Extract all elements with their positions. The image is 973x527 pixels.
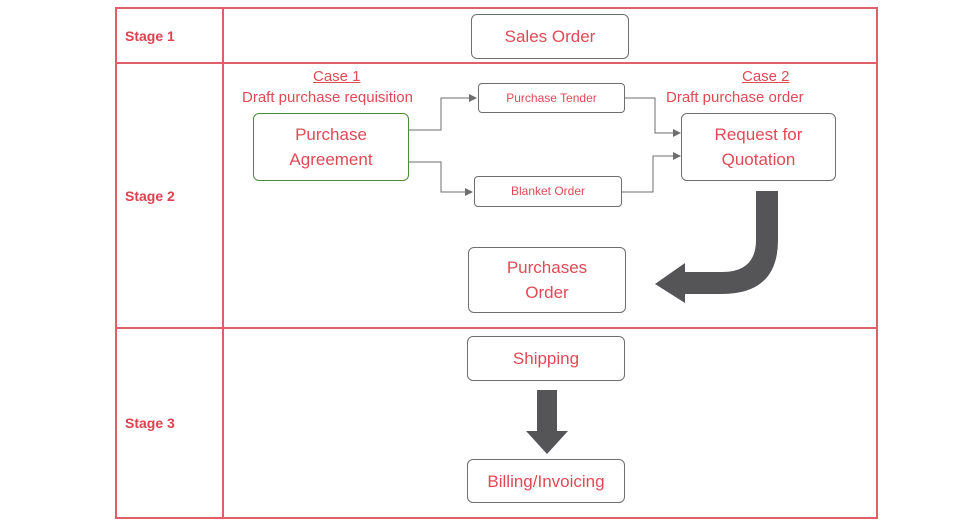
purchases-order-line1: Purchases (506, 258, 588, 277)
connector-tender-to-rfq (625, 97, 681, 137)
sales-order-label: Sales Order (504, 27, 596, 46)
down-arrow-shipping-to-billing (526, 390, 568, 454)
case-2-title: Case 2 (742, 68, 790, 85)
stage-3-row (115, 327, 878, 519)
rfq-line2: Quotation (721, 150, 796, 169)
case-2-subtitle: Draft purchase order (666, 89, 804, 106)
purchase-tender-box: Purchase Tender (478, 83, 625, 113)
purchase-agreement-box: Purchase Agreement (253, 113, 409, 181)
purchase-tender-label: Purchase Tender (506, 90, 597, 105)
purchases-order-box: Purchases Order (468, 247, 626, 313)
shipping-box: Shipping (467, 336, 625, 381)
connector-blanket-to-rfq (622, 152, 681, 193)
blanket-order-label: Blanket Order (510, 184, 586, 198)
stage-1-label: Stage 1 (125, 28, 175, 44)
sales-order-box: Sales Order (471, 14, 629, 59)
stage-3-label: Stage 3 (125, 415, 175, 431)
purchase-agreement-line1: Purchase (295, 125, 367, 144)
shipping-label: Shipping (512, 349, 580, 368)
curved-arrow-rfq-to-purchases-order (655, 191, 778, 303)
rfq-line1: Request for (714, 125, 803, 144)
billing-invoicing-box: Billing/Invoicing (467, 459, 625, 503)
connector-agreement-to-tender (409, 94, 477, 131)
request-for-quotation-box: Request for Quotation (681, 113, 836, 181)
purchase-agreement-line2: Agreement (289, 150, 373, 169)
stage-label-column (115, 7, 224, 519)
stage-2-label: Stage 2 (125, 188, 175, 204)
purchases-order-line2: Order (525, 283, 569, 302)
billing-invoicing-label: Billing/Invoicing (487, 471, 605, 491)
connector-agreement-to-blanket (409, 161, 473, 196)
case-1-title: Case 1 (313, 68, 361, 85)
blanket-order-box: Blanket Order (474, 176, 622, 207)
case-1-subtitle: Draft purchase requisition (242, 89, 413, 106)
